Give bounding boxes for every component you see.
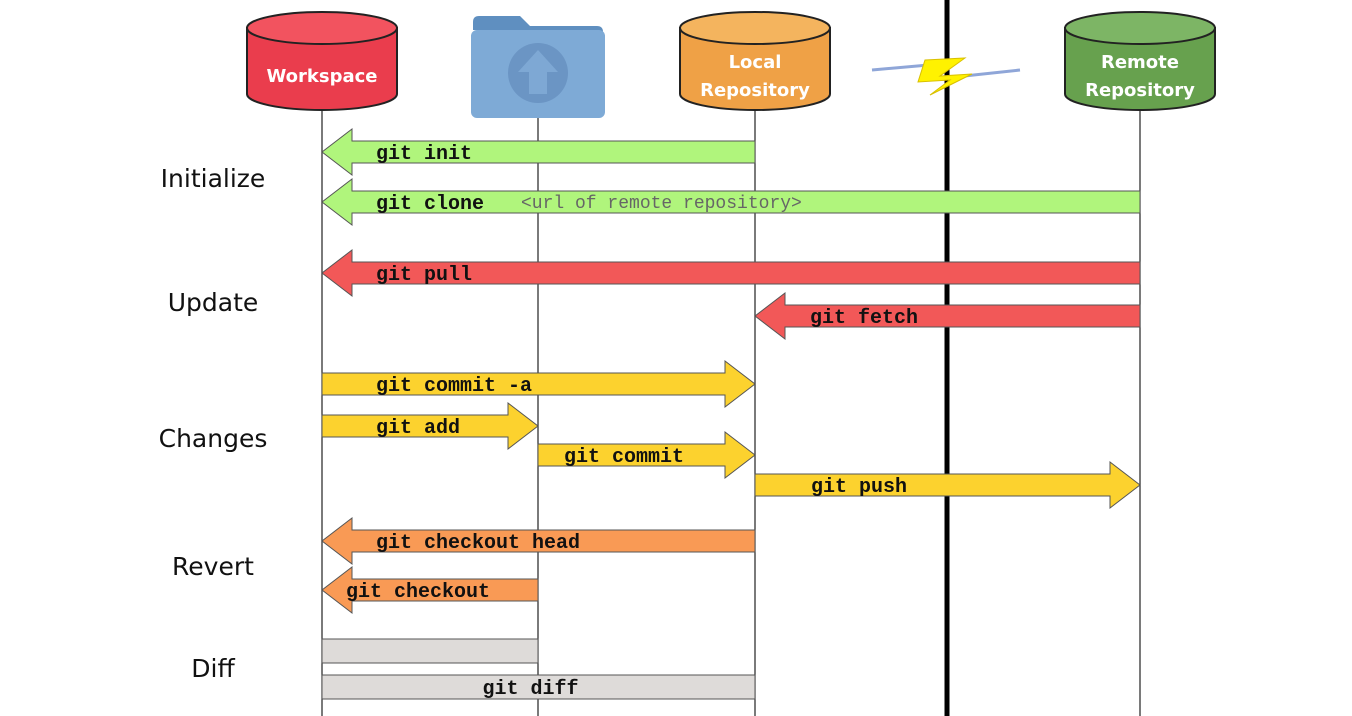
git-push-arrow — [754, 460, 1141, 510]
remote-label: Remote — [1101, 52, 1179, 73]
command-git-clone: git clone <url of remote repository> — [321, 177, 1141, 227]
command-git-fetch: git fetch — [754, 291, 1141, 341]
command-git-checkout-head: git checkout head — [321, 516, 756, 566]
git-clone-label: git clone — [376, 193, 484, 216]
command-git-diff: git diff — [321, 674, 756, 701]
section-diff-label: Diff — [191, 654, 235, 683]
git-commit-a-arrow — [321, 359, 756, 409]
git-checkout-label: git checkout — [346, 581, 490, 604]
workspace-label: Workspace — [266, 66, 377, 87]
section-changes-label: Changes — [159, 424, 268, 453]
remote-label: Repository — [1085, 80, 1195, 101]
section-update-label: Update — [168, 288, 259, 317]
git-fetch-arrow — [754, 291, 1141, 341]
git-fetch-label: git fetch — [810, 307, 918, 330]
git-checkout-head-label: git checkout head — [376, 532, 580, 555]
workspace-cylinder: Workspace — [246, 11, 398, 111]
git-diff-bar — [321, 674, 756, 700]
command-git-commit-a: git commit -a — [321, 359, 756, 409]
command-git-add: git add — [321, 401, 539, 451]
git-push-label: git push — [811, 476, 907, 499]
git-commit-a-label: git commit -a — [376, 375, 532, 398]
section-initialize-label: Initialize — [161, 164, 266, 193]
git-add-label: git add — [376, 417, 460, 440]
local-label: Repository — [700, 80, 810, 101]
git-checkout-arrow — [321, 565, 539, 615]
git-init-label: git init — [376, 143, 472, 166]
git-clone-argument: <url of remote repository> — [521, 194, 802, 214]
command-git-push: git push — [754, 460, 1141, 510]
git-checkout-head-arrow — [321, 516, 756, 566]
command-git-checkout: git checkout — [321, 565, 539, 615]
command-git-pull: git pull — [321, 248, 1141, 298]
git-diff-label: git diff — [483, 678, 579, 701]
command-git-init: git init — [321, 127, 756, 177]
git-pull-label: git pull — [376, 264, 472, 287]
diff-index-bar — [321, 638, 539, 664]
command-git-commit: git commit — [537, 430, 756, 480]
command-diff-index — [321, 638, 539, 664]
git-pull-arrow — [321, 248, 1141, 298]
index-folder-icon — [471, 16, 605, 118]
local-label: Local — [729, 52, 782, 73]
git-init-arrow — [321, 127, 756, 177]
section-revert-label: Revert — [172, 552, 254, 581]
git-clone-arrow — [321, 177, 1141, 227]
git-commit-label: git commit — [564, 446, 684, 469]
git-commit-arrow — [537, 430, 756, 480]
network-lightning-icon — [871, 57, 1021, 96]
git-add-arrow — [321, 401, 539, 451]
